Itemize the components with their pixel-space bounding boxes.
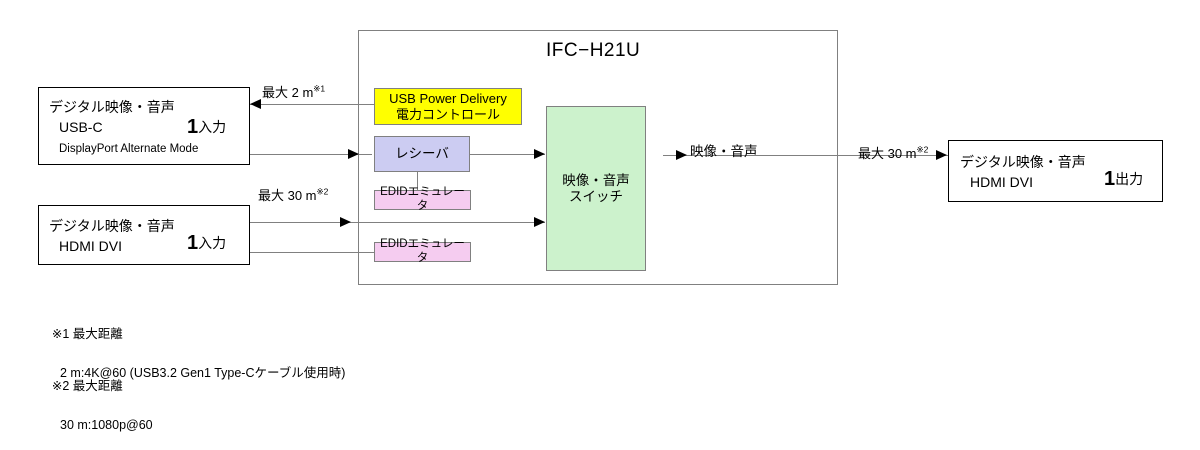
input-usbc-count-unit: 入力 xyxy=(198,119,227,135)
arrow-hdmi-out xyxy=(340,217,351,227)
block-av-switch: 映像・音声スイッチ xyxy=(546,106,646,271)
distance-hdmi-out-text: 最大 30 m xyxy=(858,146,917,161)
distance-usbc-text: 最大 2 m xyxy=(262,85,314,100)
block-av-switch-line2: スイッチ xyxy=(569,188,623,204)
line-switch-to-output xyxy=(663,155,948,156)
line-usbc-to-receiver xyxy=(250,154,372,155)
footnote-1-line-1: 2 m:4K@60 (USB3.2 Gen1 Type-Cケーブル使用時) xyxy=(60,366,346,381)
line-receiver-to-switch xyxy=(470,154,545,155)
output-line2: HDMI DVI xyxy=(970,174,1033,190)
distance-hdmi-out-sup: ※2 xyxy=(916,144,929,155)
block-edid2-label: EDIDエミュレータ xyxy=(380,238,465,264)
block-usb-pd-line1: USB Power Delivery xyxy=(389,91,507,107)
arrow-to-output xyxy=(936,150,947,160)
block-av-switch-text: 映像・音声スイッチ xyxy=(562,173,630,205)
block-usb-pd-line2: 電力コントロール xyxy=(395,106,500,122)
output-box-hdmi: デジタル映像・音声 HDMI DVI 1出力 xyxy=(948,140,1163,202)
input-usbc-line1: デジタル映像・音声 xyxy=(49,99,175,115)
footnote-2-head: ※2 最大距離 xyxy=(51,379,123,394)
distance-label-hdmi-in: 最大 30 m※2 xyxy=(258,185,328,204)
block-receiver: レシーバ xyxy=(374,136,470,172)
distance-label-usb-c: 最大 2 m※1 xyxy=(262,82,325,101)
line-hdmi-to-switch xyxy=(250,222,545,223)
input-usbc-line3: DisplayPort Alternate Mode xyxy=(59,143,199,155)
input-usbc-count-number: 1 xyxy=(187,116,199,138)
flow-label-av: 映像・音声 xyxy=(690,144,758,159)
output-count-unit: 出力 xyxy=(1115,171,1144,187)
input-usbc-line2: USB-C xyxy=(59,119,103,135)
block-receiver-label: レシーバ xyxy=(395,146,449,162)
arrow-receiver-to-switch xyxy=(534,149,545,159)
device-title: IFC−H21U xyxy=(546,40,641,61)
output-count: 1出力 xyxy=(1104,168,1143,191)
footnote-1: ※1 最大距離 2 m:4K@60 (USB3.2 Gen1 Type-Cケーブ… xyxy=(38,306,346,422)
input-hdmi-count-number: 1 xyxy=(187,232,199,254)
arrow-hdmi-to-switch xyxy=(534,217,545,227)
line-receiver-to-edid1 xyxy=(417,172,418,190)
output-count-number: 1 xyxy=(1104,168,1116,190)
distance-hdmi-in-sup: ※2 xyxy=(316,186,329,197)
input-hdmi-line1: デジタル映像・音声 xyxy=(49,218,175,234)
input-box-hdmi: デジタル映像・音声 HDMI DVI 1入力 xyxy=(38,205,250,265)
arrow-usbc-to-receiver xyxy=(348,149,359,159)
output-line1: デジタル映像・音声 xyxy=(960,154,1086,170)
input-hdmi-line2: HDMI DVI xyxy=(59,238,122,254)
input-hdmi-count: 1入力 xyxy=(187,232,226,255)
input-usbc-count: 1入力 xyxy=(187,116,226,139)
distance-label-hdmi-out: 最大 30 m※2 xyxy=(858,143,928,162)
input-box-usb-c: デジタル映像・音声 USB-C DisplayPort Alternate Mo… xyxy=(38,87,250,165)
footnote-2: ※2 最大距離 30 m:1080p@60 12 m:4K@60 (18 Gbp… xyxy=(38,358,354,450)
line-hdmi-to-edid2 xyxy=(250,252,378,253)
footnote-1-head: ※1 最大距離 xyxy=(51,327,123,342)
block-edid-emulator-1: EDIDエミュレータ xyxy=(374,186,471,212)
block-edid1-label: EDIDエミュレータ xyxy=(380,186,465,212)
input-hdmi-count-unit: 入力 xyxy=(198,235,227,251)
block-edid-emulator-2: EDIDエミュレータ xyxy=(374,238,471,264)
arrow-to-usbc xyxy=(250,99,261,109)
footnote-2-line-1: 30 m:1080p@60 xyxy=(60,418,153,433)
distance-usbc-sup: ※1 xyxy=(313,83,326,94)
distance-hdmi-in-text: 最大 30 m xyxy=(258,188,317,203)
block-av-switch-line1: 映像・音声 xyxy=(562,172,630,188)
arrow-switch-out xyxy=(676,150,687,160)
line-usbpd-to-usbc xyxy=(250,104,378,105)
